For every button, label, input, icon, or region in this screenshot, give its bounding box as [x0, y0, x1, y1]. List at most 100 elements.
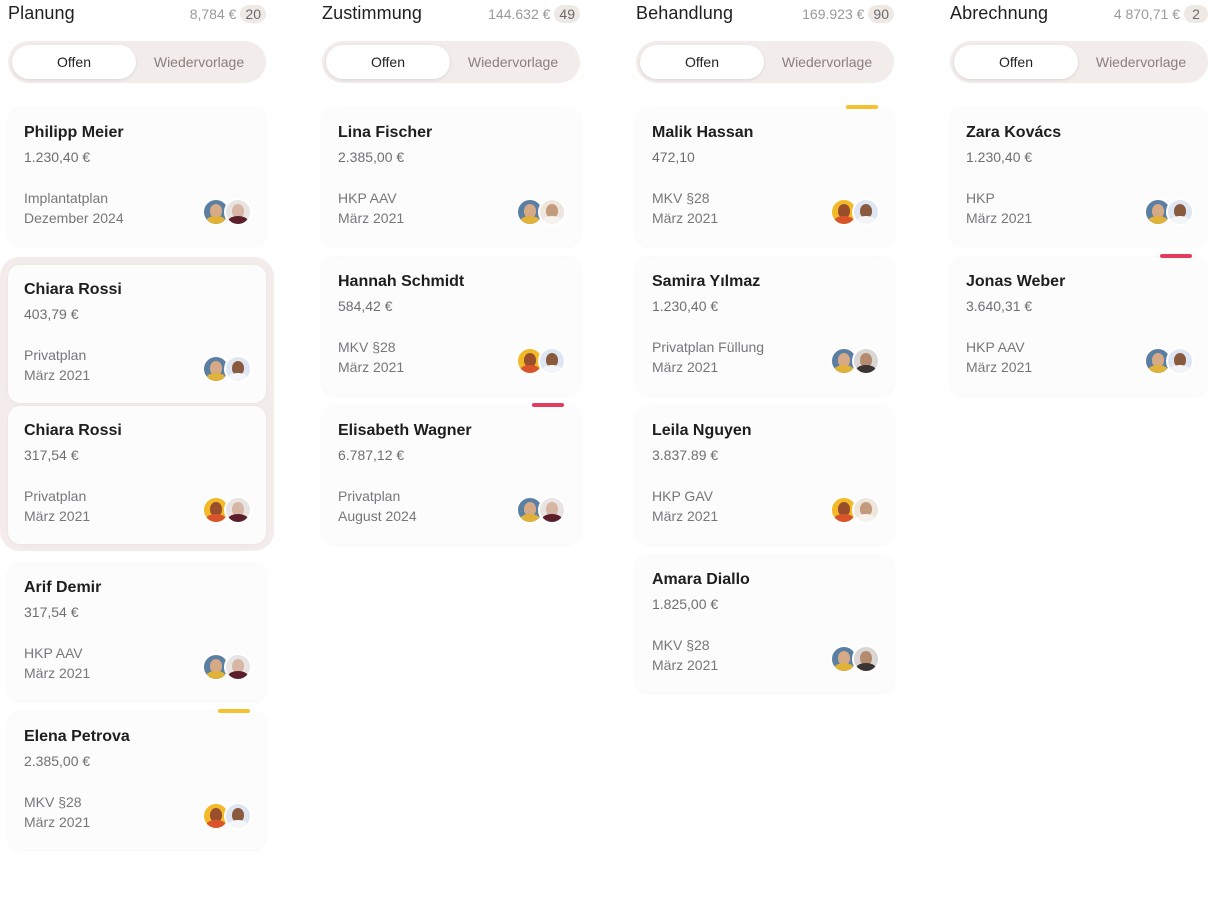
column-header: Abrechnung 4 870,71 € 2 [950, 0, 1208, 27]
plan-amount: 317,54 € [24, 604, 79, 620]
patient-name: Elisabeth Wagner [338, 422, 472, 439]
plan-date: März 2021 [24, 665, 91, 681]
patient-name: Leila Nguyen [652, 422, 752, 439]
plan-type: HKP AAV [24, 645, 83, 661]
tab-wiedervorlage[interactable]: Wiedervorlage [1095, 54, 1187, 70]
tab-wiedervorlage[interactable]: Wiedervorlage [781, 54, 873, 70]
tab-offen[interactable]: Offen [12, 45, 136, 79]
priority-flag [846, 105, 878, 109]
column-meta: 8,784 € 20 [189, 4, 266, 23]
avatar[interactable] [1166, 198, 1194, 226]
avatar[interactable] [538, 347, 566, 375]
plan-type: Privatplan [24, 488, 87, 504]
status-toggle: Offen Wiedervorlage [322, 41, 580, 83]
avatar[interactable] [852, 645, 880, 673]
plan-date: März 2021 [652, 508, 719, 524]
column-count-badge: 90 [868, 4, 894, 23]
patient-card[interactable]: Zara Kovács 1.230,40 € HKP März 2021 [950, 108, 1208, 246]
plan-date: März 2021 [652, 657, 719, 673]
avatar[interactable] [852, 347, 880, 375]
patient-name: Arif Demir [24, 579, 102, 596]
plan-date: März 2021 [24, 508, 91, 524]
plan-amount: 317,54 € [24, 447, 79, 463]
priority-flag [218, 709, 250, 713]
patient-name: Jonas Weber [966, 273, 1066, 290]
plan-type: HKP [966, 190, 995, 206]
avatar[interactable] [224, 496, 252, 524]
tab-wiedervorlage[interactable]: Wiedervorlage [467, 54, 559, 70]
avatar[interactable] [516, 198, 544, 226]
assignee-avatars [830, 496, 880, 524]
plan-amount: 584,42 € [338, 298, 393, 314]
plan-date: August 2024 [338, 508, 417, 524]
column-sum: 4 870,71 € [1113, 5, 1180, 22]
avatar[interactable] [538, 496, 566, 524]
assignee-avatars [830, 645, 880, 673]
status-toggle: Offen Wiedervorlage [8, 41, 266, 83]
avatar[interactable] [224, 653, 252, 681]
tab-offen[interactable]: Offen [954, 45, 1078, 79]
status-toggle: Offen Wiedervorlage [636, 41, 894, 83]
plan-amount: 3.640,31 € [966, 298, 1033, 314]
tab-wiedervorlage[interactable]: Wiedervorlage [153, 54, 245, 70]
plan-date: März 2021 [966, 210, 1033, 226]
plan-date: März 2021 [966, 359, 1033, 375]
avatar[interactable] [538, 198, 566, 226]
avatar[interactable] [1166, 347, 1194, 375]
assignee-avatars [202, 496, 252, 524]
assignee-avatars [830, 347, 880, 375]
plan-type: MKV §28 [24, 794, 82, 810]
plan-amount: 2.385,00 € [24, 753, 91, 769]
patient-name: Zara Kovács [966, 124, 1062, 141]
patient-name: Chiara Rossi [24, 422, 122, 439]
plan-type: MKV §28 [652, 637, 710, 653]
assignee-avatars [830, 198, 880, 226]
patient-name: Hannah Schmidt [338, 273, 465, 290]
avatar[interactable] [224, 355, 252, 383]
patient-name: Chiara Rossi [24, 281, 122, 298]
tab-offen[interactable]: Offen [326, 45, 450, 79]
plan-date: März 2021 [338, 210, 405, 226]
plan-amount: 1.230,40 € [966, 149, 1033, 165]
patient-card[interactable]: Arif Demir 317,54 € HKP AAV März 2021 [8, 563, 266, 701]
plan-amount: 3.837.89 € [652, 447, 719, 463]
patient-name: Lina Fischer [338, 124, 433, 141]
status-toggle: Offen Wiedervorlage [950, 41, 1208, 83]
column-count-badge: 49 [554, 4, 580, 23]
patient-name: Philipp Meier [24, 124, 124, 141]
column-planung: Planung 8,784 € 20 Offen Wiedervorlage P… [0, 0, 274, 850]
plan-type: Privatplan [24, 347, 87, 363]
avatar[interactable] [852, 496, 880, 524]
avatar[interactable] [224, 198, 252, 226]
column-meta: 169.923 € 90 [802, 4, 894, 23]
assignee-avatars [516, 347, 566, 375]
assignee-avatars [202, 653, 252, 681]
plan-date: März 2021 [338, 359, 405, 375]
plan-amount: 2.385,00 € [338, 149, 405, 165]
avatar[interactable] [852, 198, 880, 226]
column-sum: 8,784 € [189, 5, 237, 22]
plan-type: MKV §28 [338, 339, 396, 355]
patient-name: Malik Hassan [652, 124, 754, 141]
plan-amount: 1.230,40 € [24, 149, 91, 165]
avatar[interactable] [202, 802, 230, 830]
avatar[interactable] [224, 802, 252, 830]
column-zustimmung: Zustimmung 144.632 € 49 Offen Wiedervorl… [322, 0, 580, 544]
tab-offen[interactable]: Offen [640, 45, 764, 79]
assignee-avatars [202, 198, 252, 226]
plan-type: Privatplan [338, 488, 401, 504]
